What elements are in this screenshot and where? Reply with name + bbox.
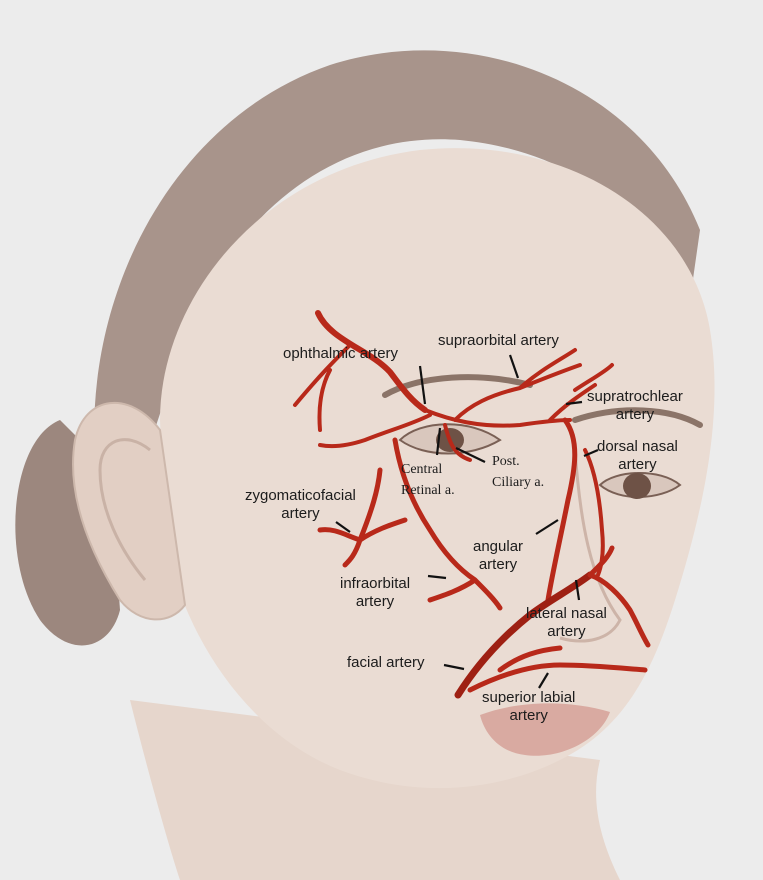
label-ophthalmic-artery: ophthalmic artery xyxy=(283,345,398,363)
label-lateral-nasal-artery: lateral nasal artery xyxy=(526,605,607,641)
label-zygomaticofacial-artery: zygomaticofacial artery xyxy=(245,487,356,523)
label-central-retinal-artery: Central Retinal a. xyxy=(401,459,455,501)
left-iris xyxy=(623,473,651,499)
label-dorsal-nasal-artery: dorsal nasal artery xyxy=(597,438,678,474)
label-post-ciliary-artery: Post. Ciliary a. xyxy=(492,451,544,493)
label-superior-labial-artery: superior labial artery xyxy=(482,689,575,725)
label-facial-artery: facial artery xyxy=(347,654,425,672)
label-angular-artery: angular artery xyxy=(473,538,523,574)
label-infraorbital-artery: infraorbital artery xyxy=(340,575,410,611)
label-supratrochlear-artery: supratrochlear artery xyxy=(587,388,683,424)
label-supraorbital-artery: supraorbital artery xyxy=(438,332,559,350)
